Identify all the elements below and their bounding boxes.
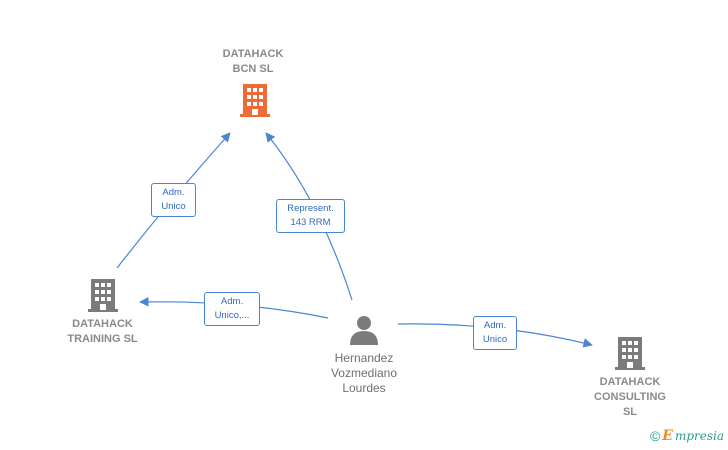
building-icon [240, 84, 270, 117]
person-icon [350, 316, 378, 345]
node-label-datahack-bcn: DATAHACK BCN SL [222, 48, 284, 75]
copyright-symbol: © [649, 428, 661, 444]
brand-name: mpresia [674, 429, 724, 443]
node-label-person: Hernandez Vozmediano Lourdes [330, 351, 398, 395]
building-icon [88, 279, 118, 312]
edge-label-training-bcn: Adm. Unico [151, 183, 196, 217]
edge-label-person-consulting: Adm. Unico [473, 316, 517, 350]
brand-initial: E [662, 428, 673, 444]
node-label-datahack-consulting: DATAHACK CONSULTING SL [594, 376, 666, 418]
edge-label-person-training: Adm. Unico,... [204, 292, 260, 326]
edge-label-person-bcn: Represent. 143 RRM [276, 199, 345, 233]
node-label-datahack-training: DATAHACK TRAINING SL [67, 318, 138, 345]
building-icon [615, 337, 645, 370]
